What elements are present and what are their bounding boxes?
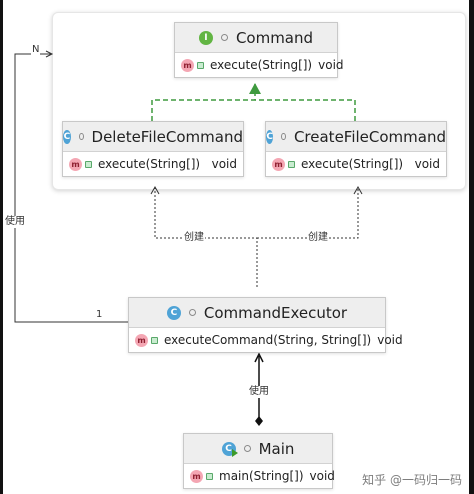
public-icon: [206, 472, 213, 480]
main-uses-label: 使用: [248, 386, 270, 398]
method-return-type: void: [309, 469, 335, 483]
class-header: I Command: [175, 23, 337, 53]
window-frame-right: [469, 0, 474, 494]
class-icon: C: [63, 129, 71, 144]
use-tail-diamond: [255, 416, 263, 426]
method-icon: m: [69, 157, 82, 171]
uses-label: 使用: [4, 216, 26, 228]
class-name: DeleteFileCommand: [91, 127, 243, 146]
method-icon: m: [135, 333, 148, 347]
class-icon: C: [266, 129, 274, 144]
class-icon: C: [166, 305, 181, 320]
visibility-icon: [243, 445, 251, 452]
create-edge-executor-to-create: [257, 187, 359, 239]
realization-edge-create-to-command: [255, 99, 356, 121]
visibility-icon: [220, 34, 228, 41]
class-name: CommandExecutor: [203, 303, 348, 322]
public-icon: [197, 61, 204, 69]
multiplicity-one-label: 1: [95, 309, 104, 321]
visibility-icon: [281, 133, 286, 140]
method-icon: m: [272, 157, 285, 171]
interface-icon: I: [198, 30, 213, 45]
public-icon: [151, 336, 158, 344]
association-arrowhead: [45, 50, 54, 58]
method-signature: main(String[]): [219, 469, 304, 483]
method-return-type: void: [318, 58, 344, 72]
use-arrowhead-top: [254, 352, 264, 363]
class-name: Command: [235, 28, 314, 47]
visibility-icon: [188, 309, 196, 316]
class-header: C Main: [184, 434, 332, 464]
method-row: m execute(String[]) void: [175, 53, 344, 77]
method-signature: execute(String[]): [301, 157, 404, 171]
class-delete-file-command[interactable]: C DeleteFileCommand m execute(String[]) …: [62, 121, 244, 177]
window-frame-left: [0, 0, 3, 494]
multiplicity-many-label: N: [31, 44, 41, 56]
create-label-right: 创建: [307, 232, 329, 244]
method-signature: executeCommand(String, String[]): [164, 333, 372, 347]
method-row: m executeCommand(String, String[]) void: [129, 328, 403, 352]
method-row: m execute(String[]) void: [63, 152, 243, 176]
create-edge-executor-to-delete: [154, 187, 258, 287]
class-header: C CommandExecutor: [129, 298, 385, 328]
public-icon: [288, 160, 295, 168]
public-icon: [85, 160, 92, 168]
create-label-left: 创建: [183, 232, 205, 244]
realization-edge-delete-to-command: [151, 84, 256, 121]
class-name: Main: [258, 439, 295, 458]
method-row: m execute(String[]) void: [266, 152, 446, 176]
class-header: C DeleteFileCommand: [63, 122, 243, 152]
watermark: 知乎 @一码归一码: [362, 473, 462, 487]
method-signature: execute(String[]): [210, 58, 313, 72]
class-main[interactable]: C Main m main(String[]) void: [183, 433, 335, 489]
method-return-type: void: [377, 333, 403, 347]
class-name: CreateFileCommand: [293, 127, 446, 146]
class-header: C CreateFileCommand: [266, 122, 446, 152]
runnable-class-icon: C: [221, 441, 238, 457]
method-return-type: void: [211, 157, 237, 171]
class-create-file-command[interactable]: C CreateFileCommand m execute(String[]) …: [265, 121, 447, 177]
realization-arrowhead: [249, 83, 261, 94]
method-icon: m: [190, 469, 203, 483]
class-command-executor[interactable]: C CommandExecutor m executeCommand(Strin…: [128, 297, 403, 353]
visibility-icon: [78, 133, 84, 140]
method-signature: execute(String[]): [98, 157, 201, 171]
create-arrowhead-delete: [150, 185, 160, 195]
association-edge-executor-to-package: [14, 53, 128, 323]
create-arrowhead-create: [353, 185, 363, 195]
method-row: m main(String[]) void: [184, 464, 335, 488]
method-return-type: void: [414, 157, 440, 171]
method-icon: m: [181, 58, 194, 72]
class-command[interactable]: I Command m execute(String[]) void: [174, 22, 344, 78]
